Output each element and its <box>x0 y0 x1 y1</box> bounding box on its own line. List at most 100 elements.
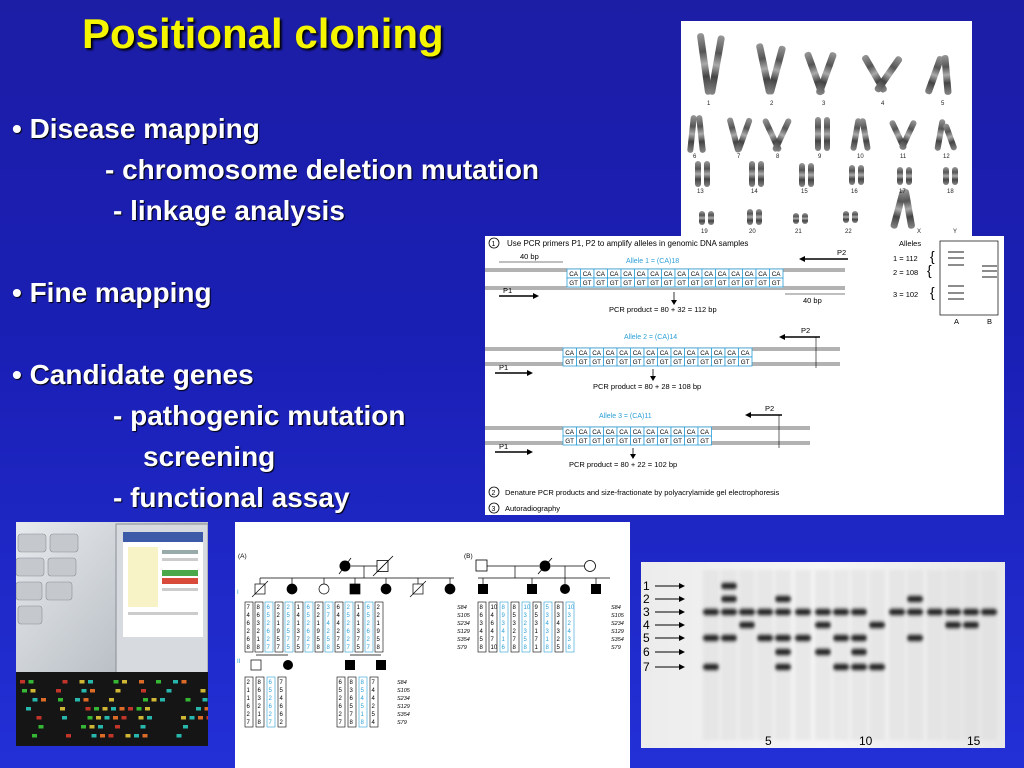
gel-band <box>775 663 791 671</box>
haplotype-value: 5 <box>367 613 371 619</box>
haplotype-value: 5 <box>337 645 341 651</box>
ca-text: CA <box>633 429 643 436</box>
marker-label: S129 <box>611 629 624 635</box>
haplotype-value: 1 <box>247 688 251 694</box>
gt-text: GT <box>637 280 646 287</box>
sub-screening: screening <box>143 441 276 472</box>
p1-label: P1 <box>499 442 508 451</box>
haplotype-value: 7 <box>535 637 539 643</box>
p2-label: P2 <box>765 404 774 413</box>
gt-text: GT <box>687 438 696 445</box>
haplotype-value: 4 <box>337 613 341 619</box>
ca-text: CA <box>731 271 741 278</box>
haplotype-value: 5 <box>287 629 291 635</box>
haplotype-value: 9 <box>277 629 281 635</box>
haplotype-value: 5 <box>267 613 271 619</box>
gel-band <box>833 608 849 616</box>
haplotype-value: 5 <box>277 637 281 643</box>
haplotype-value: 2 <box>257 629 261 635</box>
gel-band <box>945 621 961 629</box>
p1-label: P1 <box>499 363 508 372</box>
ca-text: CA <box>700 350 710 357</box>
haplotype-value: 1 <box>535 645 539 651</box>
marker-label: S129 <box>457 629 470 635</box>
ca-text: CA <box>772 271 782 278</box>
karyo-label: 10 <box>857 154 864 160</box>
allele-size-2: 2 = 108 <box>893 268 918 277</box>
lane-number: 10 <box>859 734 873 748</box>
ca-text: CA <box>646 429 656 436</box>
gel-band <box>869 621 885 629</box>
gel-band <box>721 582 737 590</box>
haplotype-value: 3 <box>535 621 539 627</box>
haplotype-value: 2 <box>269 696 273 702</box>
haplotype-value: 1 <box>258 712 262 718</box>
haplotype-value: 10 <box>491 645 498 651</box>
ca-text: CA <box>677 271 687 278</box>
haplotype-value: 2 <box>377 605 381 611</box>
gel-band <box>907 608 923 616</box>
gel-band <box>721 595 737 603</box>
haplotype-value: 5 <box>307 613 311 619</box>
haplotype-value: 3 <box>557 613 561 619</box>
haplotype-value: 8 <box>557 605 561 611</box>
ca-text: CA <box>619 350 629 357</box>
haplotype-value: 3 <box>327 605 331 611</box>
haplotype-value: 8 <box>568 645 572 651</box>
computer-gel-photo <box>16 522 208 746</box>
gel-band <box>963 621 979 629</box>
haplotype-value: 7 <box>327 613 331 619</box>
gt-text: GT <box>569 280 578 287</box>
haplotype-value: 2 <box>317 605 321 611</box>
gt-text: GT <box>727 359 736 366</box>
karyo-label: 20 <box>749 229 756 235</box>
haplotype-value: 2 <box>347 621 351 627</box>
haplotype-value: 8 <box>546 645 550 651</box>
haplotype-value: 6 <box>367 629 371 635</box>
haplotype-value: 8 <box>350 680 354 686</box>
karyo-label: 21 <box>795 229 802 235</box>
haplotype-value: 9 <box>317 629 321 635</box>
haplotype-value: 4 <box>480 629 484 635</box>
pcr-diagram: 1 Use PCR primers P1, P2 to amplify alle… <box>485 236 1004 515</box>
gt-repeat-box <box>769 277 784 288</box>
gel-band <box>815 648 831 656</box>
haplotype-value: 1 <box>297 621 301 627</box>
haplotype-value: 8 <box>513 645 517 651</box>
haplotype-value: 1 <box>377 621 381 627</box>
p2-label: P2 <box>801 326 810 335</box>
band-number: 3 <box>643 605 650 619</box>
ca-text: CA <box>727 350 737 357</box>
haplotype-value: 3 <box>513 621 517 627</box>
gt-text: GT <box>619 359 628 366</box>
gel-band <box>775 595 791 603</box>
gen-label-i: I <box>237 590 239 596</box>
haplotype-value: 5 <box>535 613 539 619</box>
ca-text: CA <box>650 271 660 278</box>
haplotype-value: 3 <box>568 637 572 643</box>
gt-text: GT <box>592 359 601 366</box>
haplotype-value: 8 <box>258 720 262 726</box>
haplotype-value: 4 <box>372 720 376 726</box>
step1-text: Use PCR primers P1, P2 to amplify allele… <box>507 239 748 248</box>
gt-text: GT <box>677 280 686 287</box>
haplotype-value: 6 <box>258 688 262 694</box>
ca-text: CA <box>592 429 602 436</box>
haplotype-value: 7 <box>247 720 251 726</box>
haplotype-value: 5 <box>317 637 321 643</box>
karyo-label: 11 <box>900 154 907 160</box>
haplotype-value: 4 <box>491 613 495 619</box>
gel-band <box>851 608 867 616</box>
gel-band <box>721 634 737 642</box>
haplotype-value: 5 <box>372 712 376 718</box>
ca-text: CA <box>623 271 633 278</box>
haplotype-value: 2 <box>247 629 251 635</box>
haplotype-value: 7 <box>277 645 281 651</box>
haplotype-value: 2 <box>247 712 251 718</box>
gt-text: GT <box>704 280 713 287</box>
ca-text: CA <box>714 350 724 357</box>
haplotype-value: 3 <box>350 688 354 694</box>
haplotype-value: 8 <box>361 680 365 686</box>
karyo-label: X <box>917 229 921 235</box>
ca-text: CA <box>687 429 697 436</box>
